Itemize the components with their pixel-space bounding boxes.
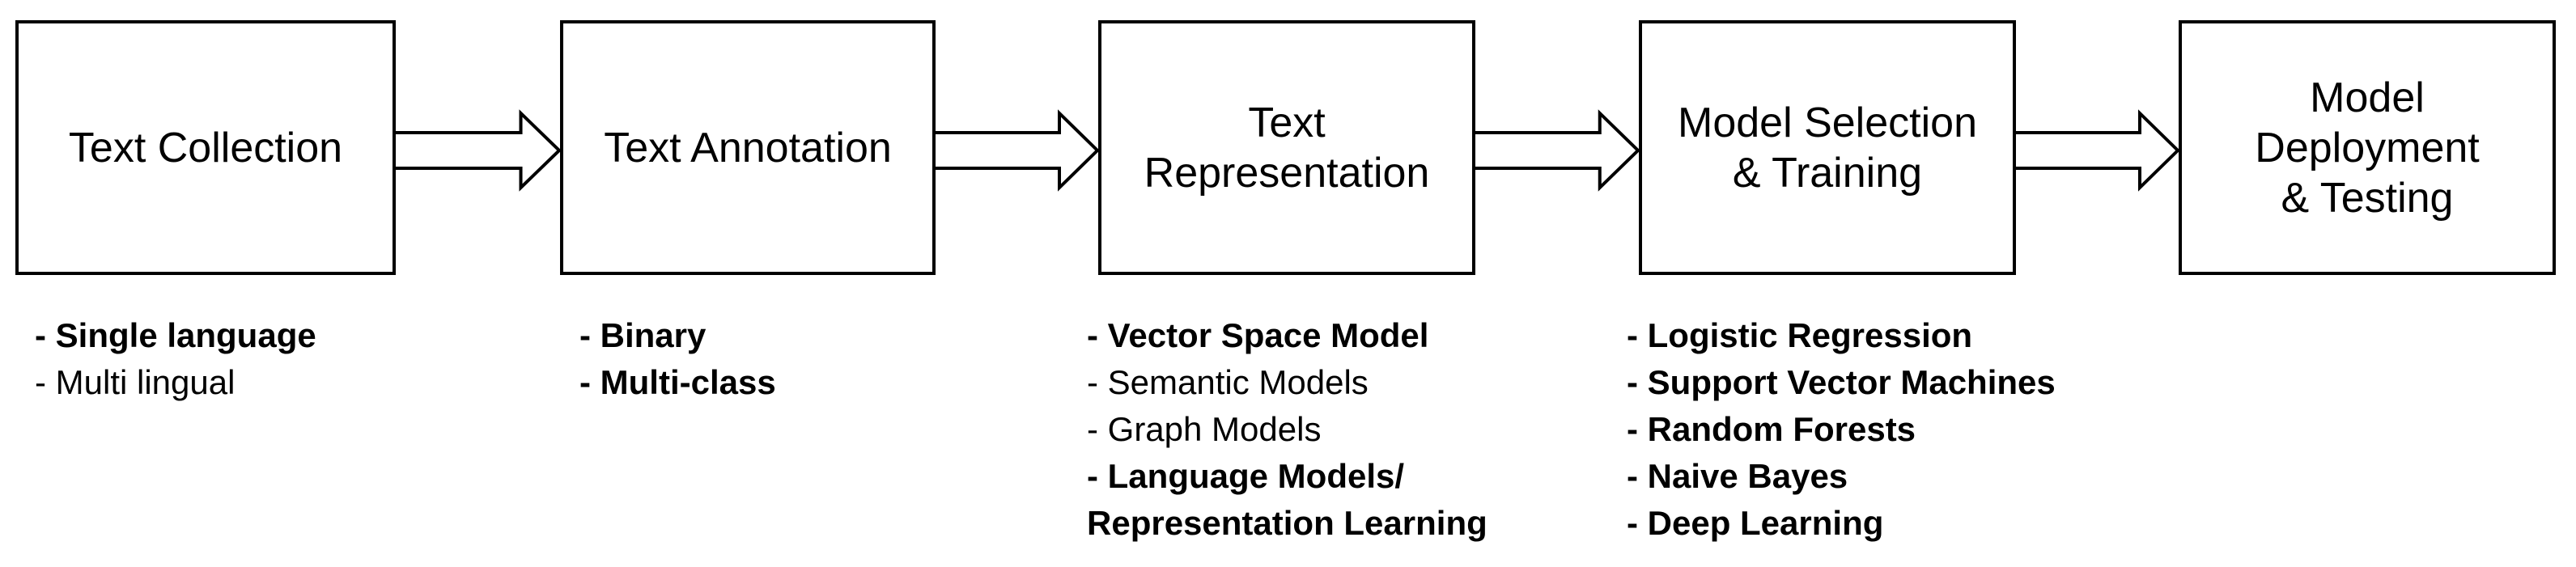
detail-list-model-selection: - Logistic Regression - Support Vector M… bbox=[1627, 312, 2056, 547]
detail-item: - Random Forests bbox=[1627, 410, 1916, 448]
detail-item: Representation Learning bbox=[1087, 504, 1487, 542]
detail-item: - Deep Learning bbox=[1627, 504, 1884, 542]
detail-item: - Semantic Models bbox=[1087, 363, 1369, 401]
detail-item: - Multi lingual bbox=[35, 363, 236, 401]
detail-item: - Graph Models bbox=[1087, 410, 1322, 448]
detail-item: - Multi-class bbox=[579, 363, 776, 401]
stage-box-text-representation: Text Representation bbox=[1098, 20, 1475, 275]
flow-arrow-icon bbox=[1474, 109, 1640, 192]
stage-title: Text Collection bbox=[68, 124, 343, 171]
stage-box-model-deployment-testing: Model Deployment & Testing bbox=[2179, 20, 2556, 275]
flow-arrow-icon bbox=[2014, 109, 2180, 192]
detail-item: - Single language bbox=[35, 316, 316, 354]
detail-list-text-collection: - Single language - Multi lingual bbox=[35, 312, 316, 406]
detail-item: - Naive Bayes bbox=[1627, 457, 1848, 495]
detail-item: - Binary bbox=[579, 316, 707, 354]
detail-item: - Support Vector Machines bbox=[1627, 363, 2056, 401]
stage-title: Text Representation bbox=[1144, 99, 1430, 197]
detail-list-text-representation: - Vector Space Model - Semantic Models -… bbox=[1087, 312, 1487, 547]
stage-box-text-collection: Text Collection bbox=[15, 20, 396, 275]
detail-item: - Logistic Regression bbox=[1627, 316, 1973, 354]
stage-box-model-selection-training: Model Selection & Training bbox=[1639, 20, 2016, 275]
stage-box-text-annotation: Text Annotation bbox=[560, 20, 936, 275]
stage-title: Model Selection & Training bbox=[1678, 99, 1977, 197]
detail-item: - Language Models/ bbox=[1087, 457, 1405, 495]
detail-list-text-annotation: - Binary - Multi-class bbox=[579, 312, 776, 406]
stage-title: Text Annotation bbox=[604, 124, 892, 171]
stage-title: Model Deployment & Testing bbox=[2255, 74, 2480, 222]
flow-arrow-icon bbox=[934, 109, 1100, 192]
flow-arrow-icon bbox=[394, 109, 562, 192]
detail-item: - Vector Space Model bbox=[1087, 316, 1429, 354]
